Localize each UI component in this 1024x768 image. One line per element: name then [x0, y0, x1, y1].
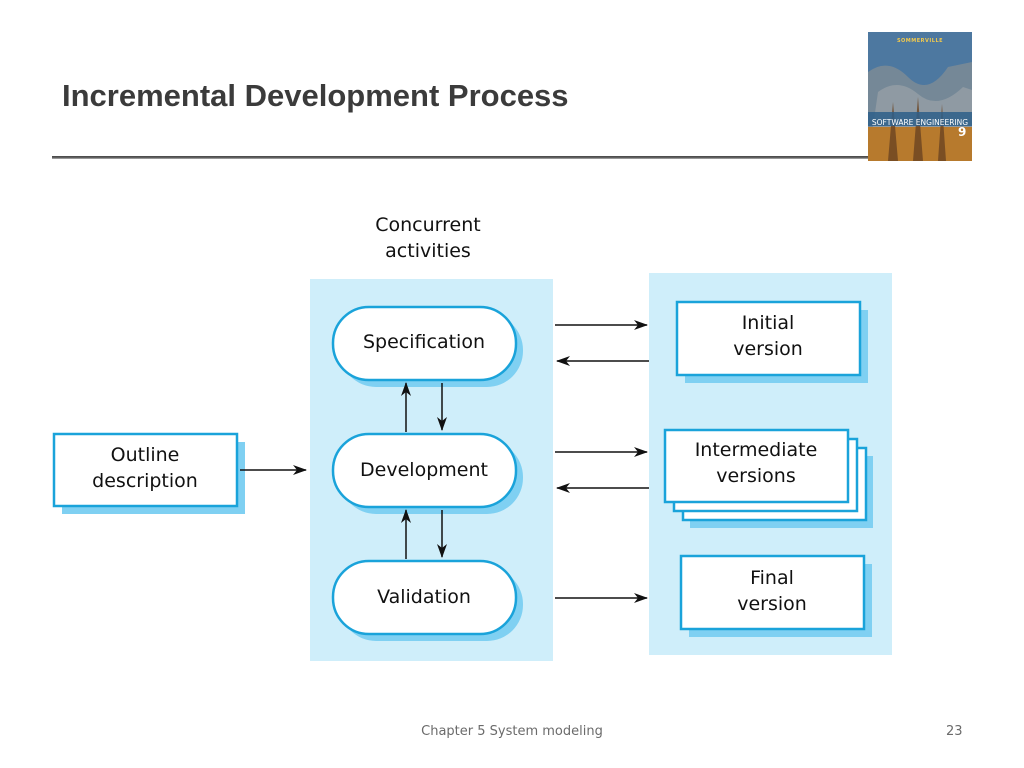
final-version-box: Final version [679, 554, 872, 637]
book-edition: 9 [958, 125, 967, 139]
concurrent-activities-label-line2: activities [385, 240, 471, 262]
book-author: SOMMERVILLE [896, 38, 944, 44]
initial-version-line1: Initial [742, 312, 795, 334]
specification-activity: Specification [331, 305, 523, 387]
intermediate-versions-line2: versions [716, 465, 796, 487]
slide-title: Incremental Development Process [62, 78, 569, 113]
intermediate-versions-line1: Intermediate [695, 439, 818, 461]
concurrent-activities-label-line1: Concurrent [375, 214, 480, 236]
intermediate-versions-stack: Intermediate versions [663, 428, 873, 528]
validation-label: Validation [377, 586, 471, 608]
book-cover-art [868, 32, 972, 161]
development-activity: Development [331, 432, 523, 514]
footer-page-number: 23 [946, 724, 963, 739]
footer-chapter-label: Chapter 5 System modeling [421, 724, 603, 739]
final-version-line1: Final [750, 567, 794, 589]
outline-description-line1: Outline [111, 444, 180, 466]
initial-version-box: Initial version [675, 300, 868, 383]
book-cover-image: SOMMERVILLE SOFTWARE ENGINEERING 9 [868, 32, 972, 161]
outline-description-line2: description [92, 470, 198, 492]
title-divider [52, 156, 870, 159]
development-label: Development [360, 459, 488, 481]
initial-version-line2: version [733, 338, 803, 360]
book-title: SOFTWARE ENGINEERING [871, 118, 969, 127]
outline-description-box: Outline description [52, 432, 245, 514]
validation-activity: Validation [331, 559, 523, 641]
specification-label: Specification [363, 331, 485, 353]
final-version-line2: version [737, 593, 807, 615]
